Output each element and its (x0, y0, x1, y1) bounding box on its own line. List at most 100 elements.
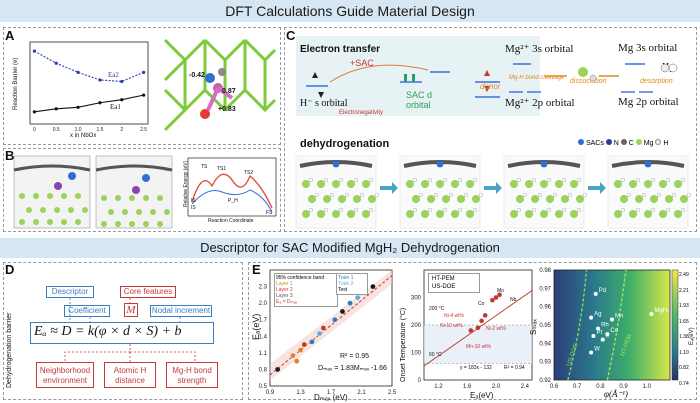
heatmap-point (605, 332, 610, 337)
heatmap-point-label: Ir (606, 334, 610, 340)
heatmap-point-label: Ag (594, 312, 601, 318)
panel-a-frame (3, 27, 281, 145)
panel-a-label: A (5, 28, 15, 43)
onset-point (475, 325, 481, 331)
panel-a-ylabel: Reaction Barrier (e) (13, 57, 19, 110)
panel-b-energy-profile (187, 157, 277, 217)
panel-a-ea2-label: Ea2 (108, 71, 119, 79)
electron-transfer-label: Electron transfer (300, 44, 381, 55)
panel-b-frame (3, 148, 281, 232)
h-atom (374, 193, 379, 198)
e-heatmap-colorbar-label: Eₐ(eV) (689, 327, 695, 345)
scatter-point (316, 330, 323, 337)
panel-a-xlabel: x in NbOx (70, 133, 97, 139)
htpem-curve (606, 269, 627, 381)
identity-line (269, 275, 393, 376)
donor-label: donor (480, 82, 501, 91)
panel-d-label: D (5, 262, 15, 277)
h-atom (368, 208, 373, 213)
e-heatmap-xlabel: φ(Å⁻¹) (604, 389, 628, 399)
e-onset-ylabel: Onset Temperature (°C) (400, 307, 407, 382)
mg2p-right-label: Mg 2p orbital (618, 96, 679, 108)
mgh-cleavage-label: Mg-H bond cleavage (509, 75, 565, 81)
h-atom (448, 193, 453, 198)
h-atom (516, 208, 521, 213)
onset-point (482, 313, 488, 318)
panel-b-ylabel: Relative Energy (eV) (183, 160, 189, 207)
mg-atom (451, 180, 459, 188)
panel-a-point (142, 93, 146, 97)
panel-b-state-is: IS (191, 198, 196, 204)
e-heatmap-xtick: 0.9 (619, 384, 628, 390)
e-scatter-ytick: 2.3 (259, 285, 268, 291)
onset-point (468, 328, 474, 333)
mg-atom (674, 180, 682, 188)
heatmap-point (649, 312, 654, 316)
e-heatmap-ytick: 0.97 (539, 286, 551, 292)
h-atom (642, 193, 647, 198)
h-atom (681, 208, 686, 213)
e-scatter-xtick: 1.3 (296, 390, 305, 396)
usdoe-curve (567, 269, 588, 381)
e-onset-legend-htpem: HT-PEM (432, 276, 455, 282)
scatter-point (332, 316, 338, 323)
legend-sacs: SACs (585, 140, 604, 147)
heatmap-point-label: W (594, 347, 600, 353)
panel-a-xtick: 1.5 (96, 127, 103, 133)
h-atom (308, 208, 313, 213)
mg-atom (635, 195, 643, 203)
descriptor-box: Descriptor (46, 286, 94, 298)
panel-b-state-fs: FS (266, 210, 273, 216)
mg-atom (531, 195, 539, 203)
legend-h-dot (655, 139, 662, 145)
mg-atom (308, 195, 316, 203)
scatter-point (297, 347, 304, 353)
onset-point (490, 297, 495, 303)
scatter-point (370, 283, 376, 290)
mg-atom (546, 195, 554, 203)
dissociation-label: dissociation (570, 78, 607, 85)
middle-banner: Descriptor for SAC Modified MgH₂ Dehydro… (0, 238, 700, 258)
mg-atom (540, 180, 548, 188)
e-heatmap-ytick: 0.92 (539, 378, 551, 384)
panel-a-point (120, 98, 124, 102)
core-features-box: Core features (120, 286, 176, 298)
cb-tick-7: 0.74 (679, 380, 689, 387)
e-scatter-fit: Dₘₐₓ = 1.83Mₘₐₓ -1.66 (318, 365, 387, 372)
heatmap-point (610, 317, 614, 322)
panel-b-state-ts1: TS1 (217, 166, 227, 172)
mg-atom (451, 210, 459, 218)
heatmap-point (596, 326, 601, 331)
h-atom (433, 193, 438, 198)
e-heatmap-ytick: 0.96 (539, 305, 551, 311)
h-atom (412, 208, 417, 213)
panel-b-state-ph: P_H (228, 198, 238, 204)
mg-atom (317, 210, 325, 218)
h-atom (368, 178, 373, 183)
h-atom (345, 193, 350, 198)
e-scatter-ytick: 2.0 (259, 301, 268, 307)
panel-a-charge-3: +0.83 (218, 106, 236, 113)
panel-c-frame (284, 27, 697, 232)
e-onset-xtick: 1.6 (463, 384, 472, 390)
heatmap-point-label: Rh (601, 323, 609, 329)
e-heatmap-xtick: 1.0 (643, 384, 652, 390)
panel-a-point (98, 101, 102, 105)
panel-a-point (32, 110, 36, 114)
mg-atom (510, 180, 518, 188)
onset-point (497, 292, 502, 298)
mg-atom (525, 180, 533, 188)
panel-e-frame (248, 262, 697, 400)
h-atom (339, 178, 344, 183)
sac-atom (332, 160, 340, 168)
panel-b-slab-1 (13, 155, 91, 229)
legend-mg-dot (635, 139, 642, 145)
scatter-point (320, 325, 327, 331)
e-heatmap-colorbar-ticks: 2.49 2.21 1.93 1.65 1.38 1.10 0.82 0.74 (679, 268, 689, 392)
cb-tick-5: 1.10 (679, 349, 689, 356)
h-atom (546, 208, 551, 213)
h-atom (330, 193, 335, 198)
mg-atom (332, 180, 340, 188)
heatmap-point-label: Pd (599, 288, 606, 294)
